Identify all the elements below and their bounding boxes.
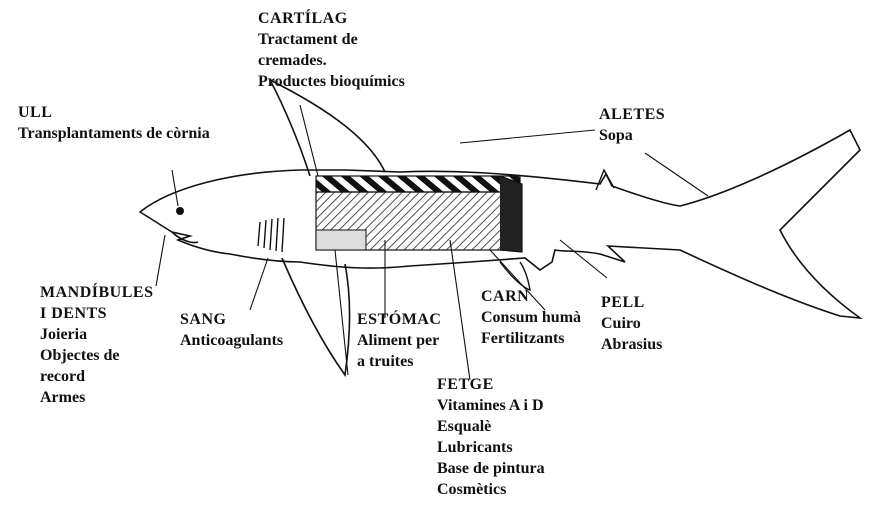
mandibules-title: MANDÍBULES [40, 282, 153, 303]
mandibules-line-4: Armes [40, 387, 153, 408]
label-estomac: ESTÓMAC Aliment per a truites [357, 309, 441, 372]
carn-line-2: Fertilitzants [481, 328, 581, 349]
carn-title: CARN [481, 286, 581, 307]
label-aletes: ALETES Sopa [599, 104, 665, 146]
second-dorsal-fin [596, 170, 614, 190]
label-cartilag: CARTÍLAG Tractament de cremades. Product… [258, 8, 405, 92]
fetge-line-2: Esqualè [437, 416, 545, 437]
cartilag-line-3: Productes bioquímics [258, 71, 405, 92]
fetge-line-1: Vitamines A i D [437, 395, 545, 416]
eye [176, 207, 184, 215]
gill-slits [258, 218, 284, 252]
ull-line-1: Transplantaments de còrnia [18, 123, 210, 144]
dorsal-fin [270, 80, 385, 176]
ull-title: ULL [18, 102, 210, 123]
carn-line-1: Consum humà [481, 307, 581, 328]
mandibules-line-2: Objectes de [40, 345, 153, 366]
label-fetge: FETGE Vitamines A i D Esqualè Lubricants… [437, 374, 545, 500]
sang-line-1: Anticoagulants [180, 330, 283, 351]
pell-line-2: Abrasius [601, 334, 662, 355]
pell-line-1: Cuiro [601, 313, 662, 334]
estomac-title: ESTÓMAC [357, 309, 441, 330]
cutaway-section [316, 176, 522, 252]
sang-title: SANG [180, 309, 283, 330]
mandibules-line-1: Joieria [40, 324, 153, 345]
estomac-line-2: a truites [357, 351, 441, 372]
cartilag-line-2: cremades. [258, 50, 405, 71]
label-ull: ULL Transplantaments de còrnia [18, 102, 210, 144]
label-carn: CARN Consum humà Fertilitzants [481, 286, 581, 349]
label-sang: SANG Anticoagulants [180, 309, 283, 351]
fetge-line-3: Lubricants [437, 437, 545, 458]
pell-title: PELL [601, 292, 662, 313]
label-pell: PELL Cuiro Abrasius [601, 292, 662, 355]
estomac-line-1: Aliment per [357, 330, 441, 351]
label-mandibules: MANDÍBULES I DENTS Joieria Objectes de r… [40, 282, 153, 408]
fetge-title: FETGE [437, 374, 545, 395]
pectoral-fin [282, 258, 350, 375]
cartilag-line-1: Tractament de [258, 29, 405, 50]
aletes-title: ALETES [599, 104, 665, 125]
fetge-line-5: Cosmètics [437, 479, 545, 500]
cartilag-title: CARTÍLAG [258, 8, 405, 29]
aletes-line-1: Sopa [599, 125, 665, 146]
fetge-line-4: Base de pintura [437, 458, 545, 479]
mandibules-title-2: I DENTS [40, 303, 153, 324]
mandibules-line-3: record [40, 366, 153, 387]
